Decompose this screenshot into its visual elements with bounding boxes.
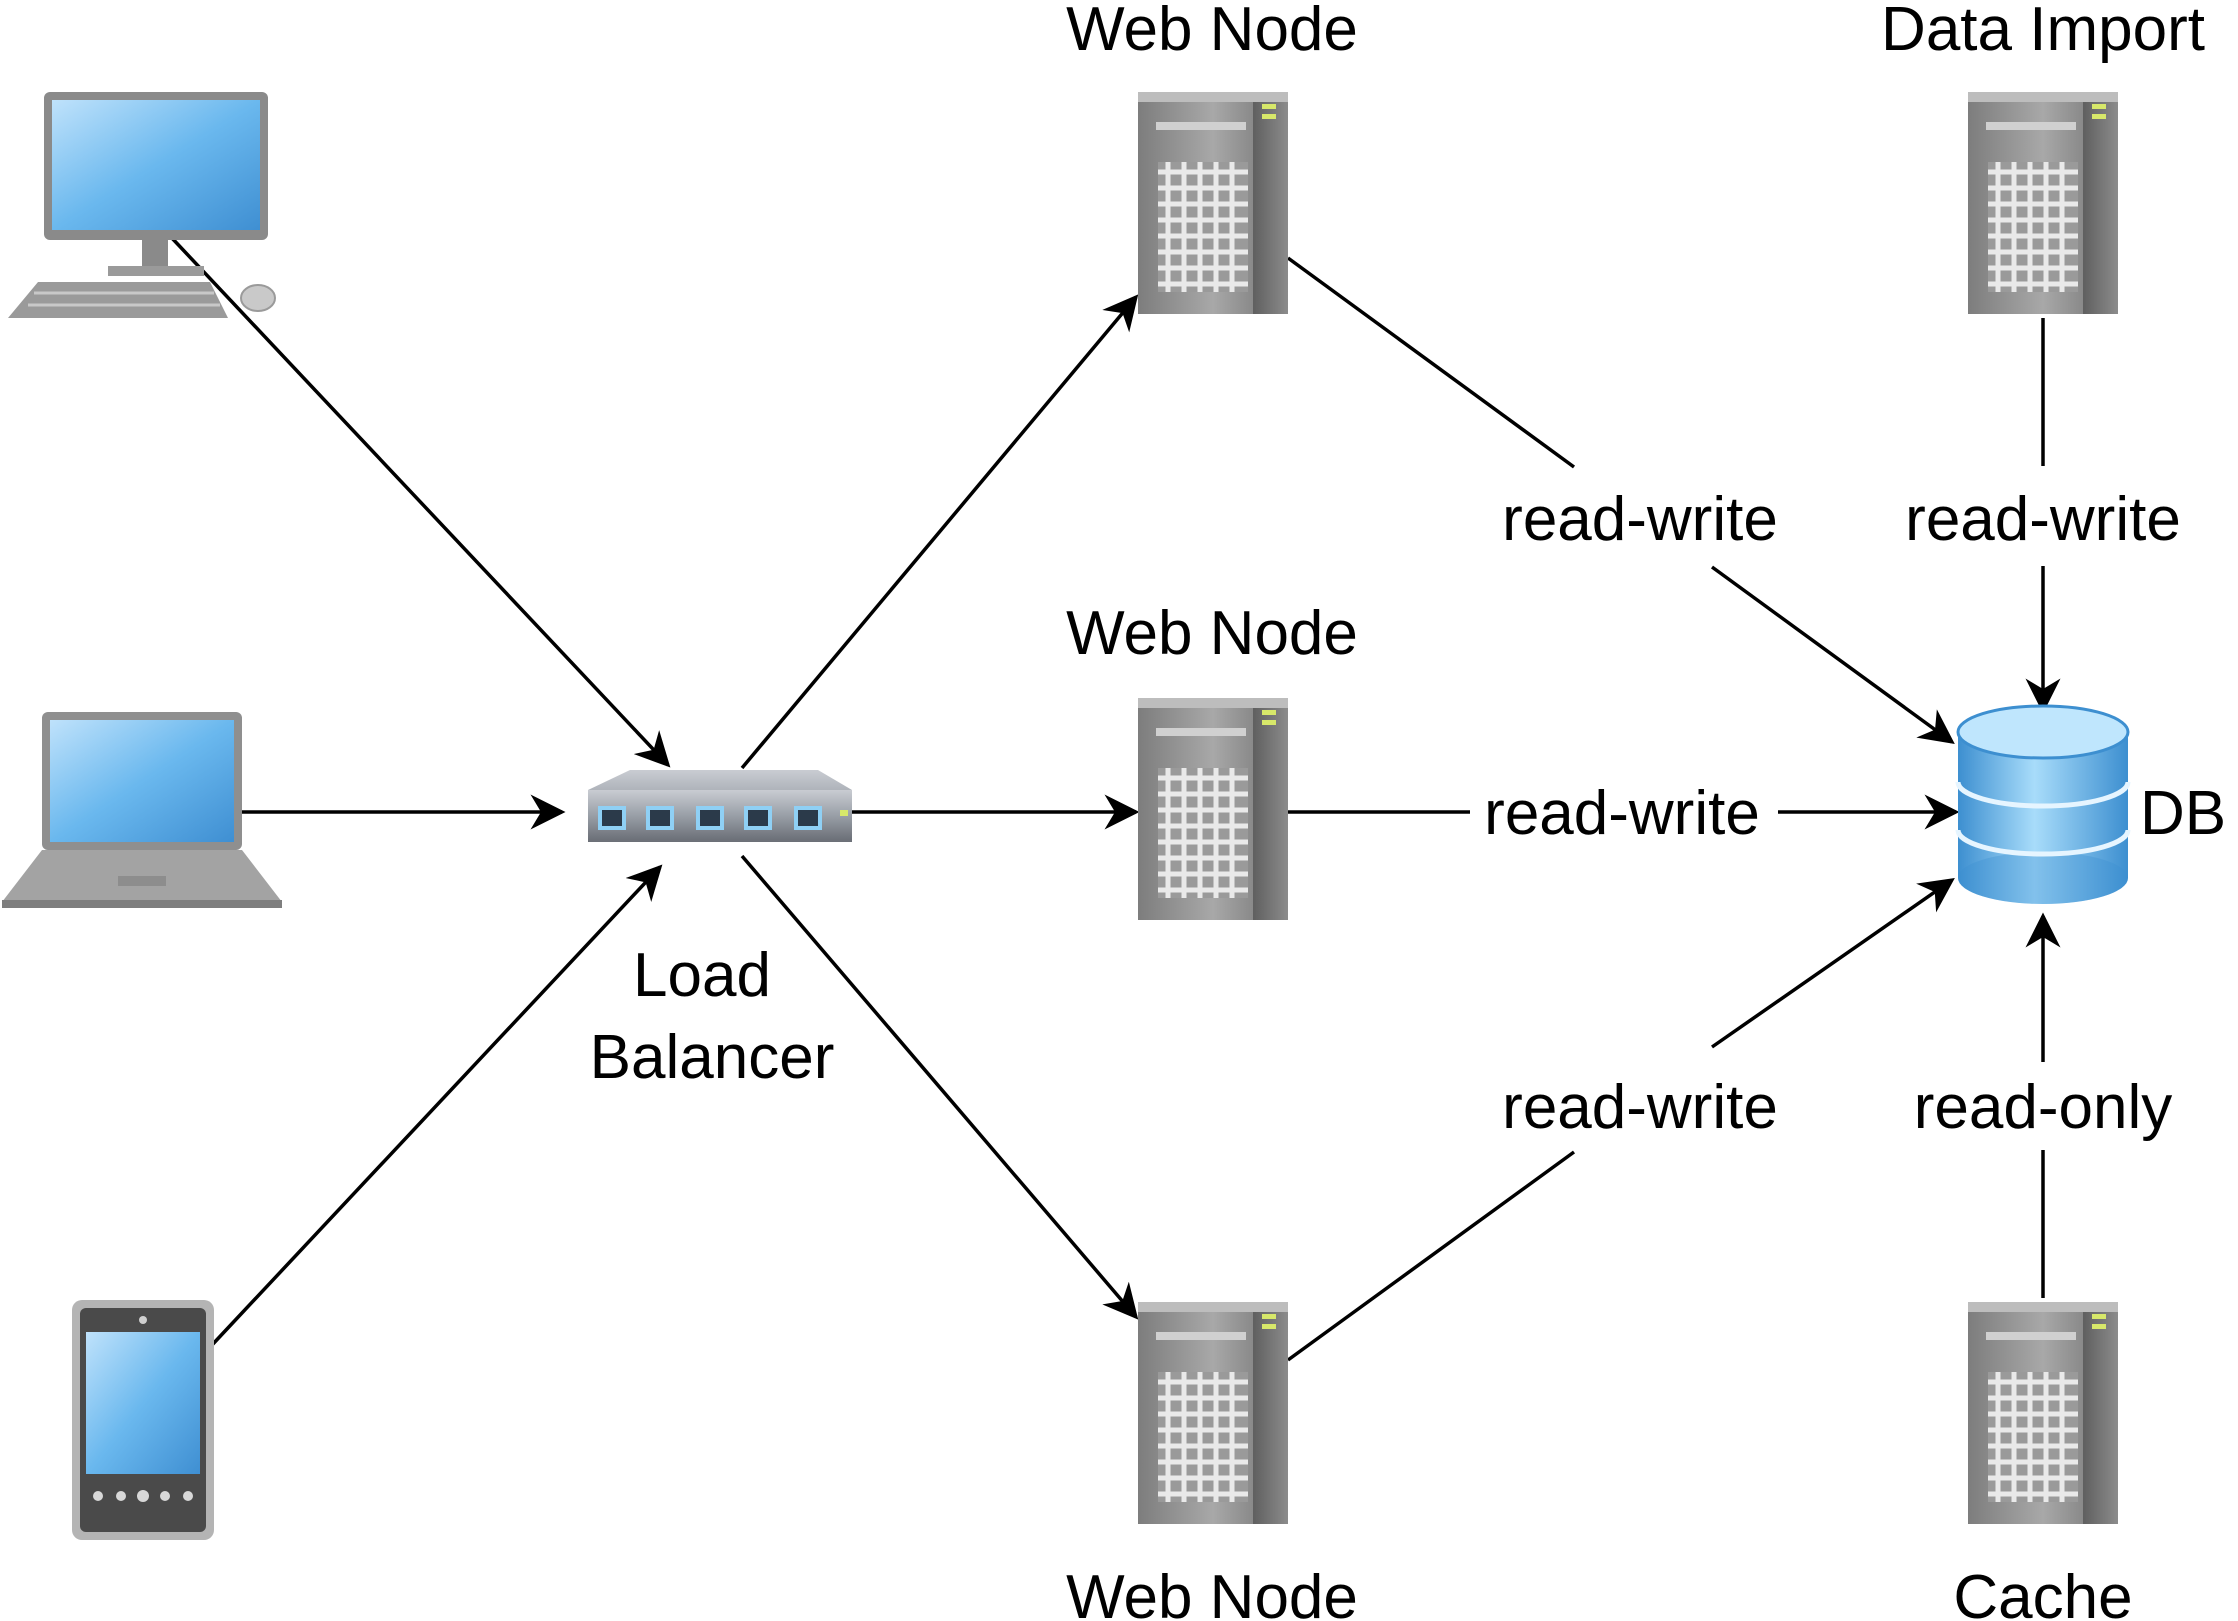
edge-desktop-to-load-balancer: [168, 234, 671, 768]
laptop-icon: [2, 712, 282, 908]
edge-tablet-to-load-balancer: [210, 864, 663, 1347]
edge-label-web-node-top-db: read-write: [1502, 485, 1778, 554]
database-icon: [1955, 704, 2131, 904]
desktop-computer-icon: [8, 92, 276, 318]
web-node-middle-label: Web Node: [1066, 599, 1358, 668]
edge-label-data-import-db: read-write: [1905, 485, 2181, 554]
edge-load-balancer-to-web-node-top: [740, 294, 1139, 770]
edge-load-balancer-to-web-node-bottom: [740, 854, 1139, 1320]
edge-web-node-top-to-db-a: [1286, 256, 1576, 469]
web-node-bottom-label: Web Node: [1066, 1563, 1358, 1621]
edge-label-web-node-middle-db: read-write: [1484, 779, 1760, 848]
web-node-top-label: Web Node: [1066, 0, 1358, 64]
edge-web-node-top-to-db-b: [1710, 565, 1955, 745]
tablet-icon: [72, 1300, 214, 1540]
edge-web-node-bottom-to-db-a: [1286, 1150, 1576, 1362]
data-import-node: Data Import: [1881, 0, 2205, 314]
web-node-top: Web Node: [1066, 0, 1358, 314]
web-node-middle: Web Node: [1066, 599, 1358, 920]
server-tower-icon: [1968, 92, 2118, 314]
server-tower-icon: [1138, 1302, 1288, 1524]
edges: [168, 234, 2061, 1362]
cache-label: Cache: [1953, 1563, 2132, 1621]
network-switch-icon: [588, 770, 852, 842]
server-tower-icon: [1138, 698, 1288, 920]
cache-node: Cache: [1953, 1302, 2133, 1621]
data-import-label: Data Import: [1881, 0, 2205, 64]
load-balancer-label-line1: Load: [633, 941, 771, 1010]
server-tower-icon: [1138, 92, 1288, 314]
db-label: DB: [2140, 779, 2226, 848]
edge-web-node-bottom-to-db-b: [1711, 878, 1955, 1049]
server-tower-icon: [1968, 1302, 2118, 1524]
web-node-bottom: Web Node: [1066, 1302, 1358, 1621]
edge-label-cache-db: read-only: [1914, 1073, 2172, 1142]
load-balancer-label-line2: Balancer: [590, 1023, 835, 1092]
edge-label-web-node-bottom-db: read-write: [1502, 1073, 1778, 1142]
